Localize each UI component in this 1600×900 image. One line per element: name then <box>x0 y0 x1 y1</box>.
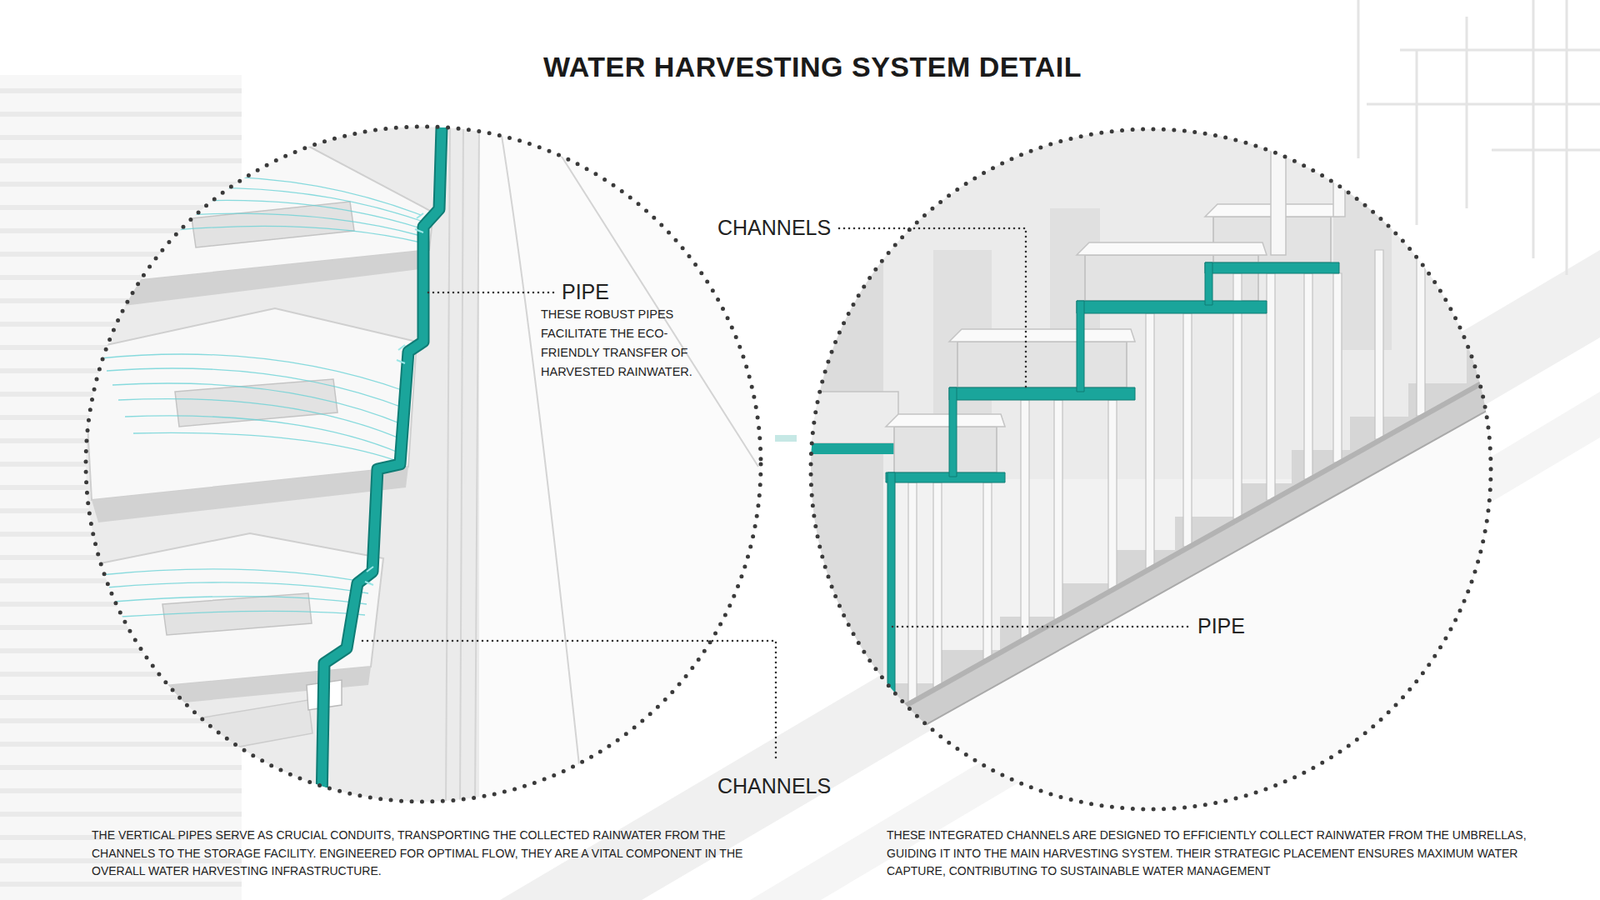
umbrella-slab <box>83 533 384 692</box>
vertical-pipe <box>321 127 442 805</box>
support-beam <box>191 201 355 248</box>
channel-trough <box>810 391 899 444</box>
ground-below <box>810 403 1500 825</box>
leader-line <box>362 640 776 760</box>
detail-circle <box>85 126 761 802</box>
pipe-shadow <box>321 127 442 805</box>
callout-description: THESE ROBUST PIPES FACILITATE THE ECO-FR… <box>540 305 713 382</box>
diagram-title: WATER HARVESTING SYSTEM DETAIL <box>441 50 1184 85</box>
detail-circle <box>810 129 1491 810</box>
ramp-edge <box>810 403 1500 790</box>
callout-label: PIPE <box>1197 613 1245 639</box>
slab-underside <box>91 466 409 523</box>
water-splash <box>365 213 424 585</box>
callout-label: CHANNELS <box>717 215 831 240</box>
water-flow <box>100 569 371 617</box>
caption-paragraph: THE VERTICAL PIPES SERVE AS CRUCIAL COND… <box>91 826 750 881</box>
callout-label: PIPE <box>561 279 610 305</box>
caption-paragraph: THESE INTEGRATED CHANNELS ARE DESIGNED T… <box>886 826 1533 881</box>
leader-line <box>839 228 1026 390</box>
floor-patch <box>125 725 167 752</box>
ramp-slab <box>810 370 1500 790</box>
water-flow <box>125 176 421 243</box>
ramp-top <box>810 370 1500 762</box>
ghost-pipe <box>775 435 797 442</box>
leader-line <box>428 291 557 295</box>
support-beam <box>162 593 312 635</box>
leader-line <box>892 625 1192 629</box>
callout-label: CHANNELS <box>717 773 831 799</box>
lower-step <box>158 700 313 760</box>
water-flow <box>100 354 407 463</box>
channel-base <box>810 443 899 455</box>
canopy-panel <box>1270 125 1345 255</box>
